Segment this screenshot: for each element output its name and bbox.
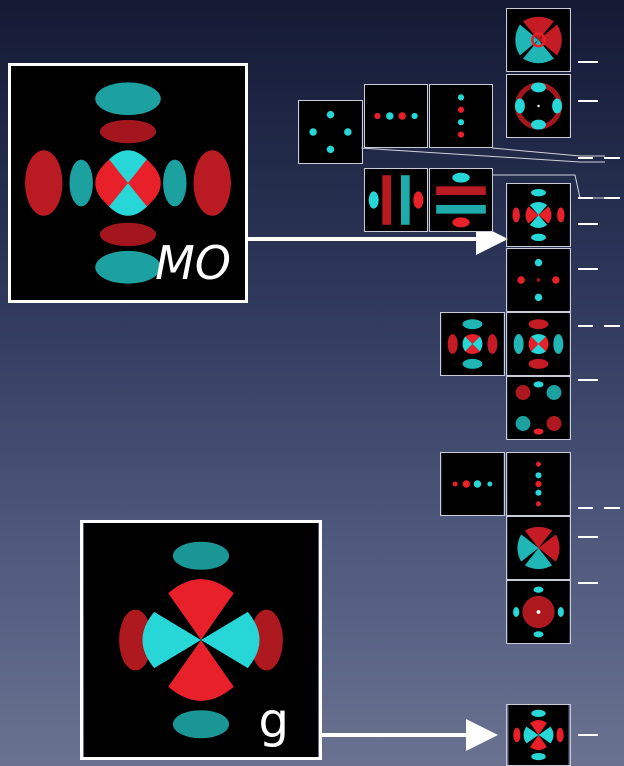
g-orbital-image [84,523,318,757]
orbital-panel-ring-node [506,74,571,138]
mo-orbital-panel: MO [8,63,248,303]
orbital-panel-horizontal-dots [440,452,505,516]
orbital-panel-x-petals [506,704,571,766]
g-label: g [258,693,289,749]
orbital-panel-vertical-dots [506,452,571,516]
orbital-panel-dots-ring [506,248,571,312]
connector-line [491,147,605,157]
mo-label: MO [155,236,231,290]
orbital-panel-clover [506,312,571,376]
connector-line [359,147,605,163]
orbital-panel-center-ring [506,580,571,644]
orbital-panel-diagonal-cross [506,516,571,580]
orbital-panel-four-dots [298,100,363,164]
orbital-panel-horizontal-lobes [429,168,493,232]
orbital-panel-clover [440,312,505,376]
orbital-panel-cross-petals [506,8,571,72]
g-orbital-panel: g [80,520,322,760]
energy-level-dashes [578,61,620,736]
mo-orbital-image [11,66,245,300]
orbital-panel-horizontal-dots [364,84,428,148]
orbital-panel-vertical-dots [429,84,493,148]
orbital-panel-x-petals [506,183,571,247]
orbital-panel-diagonal-clover [506,376,571,440]
orbital-panel-vertical-lobes [364,168,428,232]
